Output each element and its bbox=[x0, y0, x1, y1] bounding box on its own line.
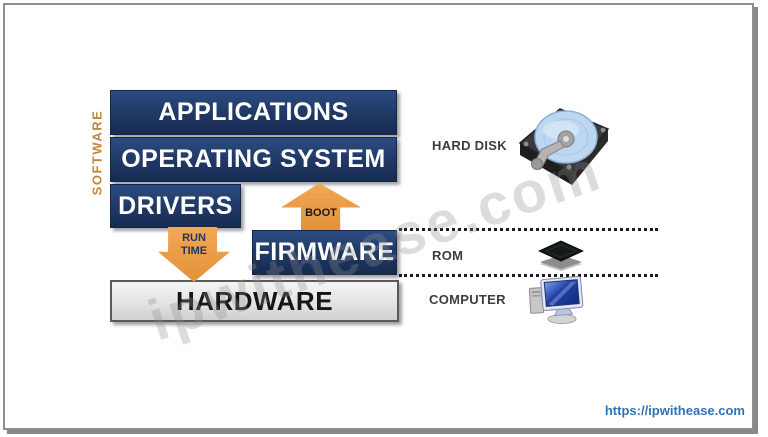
hardware-label: HARDWARE bbox=[175, 285, 334, 316]
drivers-label: DRIVERS bbox=[118, 191, 233, 220]
rom-top-dotted-line bbox=[399, 228, 658, 231]
applications-block: APPLICATIONS bbox=[110, 90, 397, 135]
software-group-label: SOFTWARE bbox=[82, 96, 112, 208]
software-label-text: SOFTWARE bbox=[89, 109, 105, 195]
operating-system-label: OPERATING SYSTEM bbox=[121, 145, 386, 173]
hard-disk-label: HARD DISK bbox=[432, 138, 507, 153]
rom-label: ROM bbox=[432, 248, 464, 263]
hard-disk-icon bbox=[506, 99, 618, 199]
computer-label: COMPUTER bbox=[429, 292, 506, 307]
firmware-block: FIRMWARE bbox=[252, 230, 397, 275]
rom-chip-icon bbox=[538, 239, 584, 276]
footer-url-link[interactable]: https://ipwithease.com bbox=[604, 403, 745, 418]
applications-label: APPLICATIONS bbox=[158, 98, 349, 126]
boot-label: BOOT bbox=[305, 207, 337, 219]
rom-bottom-dotted-line bbox=[399, 274, 658, 277]
firmware-label: FIRMWARE bbox=[254, 238, 395, 266]
operating-system-block: OPERATING SYSTEM bbox=[110, 137, 397, 182]
drivers-block: DRIVERS bbox=[110, 184, 241, 228]
hardware-block: HARDWARE bbox=[110, 280, 399, 322]
run-time-label: RUN TIME bbox=[180, 232, 208, 257]
computer-icon bbox=[524, 276, 588, 329]
